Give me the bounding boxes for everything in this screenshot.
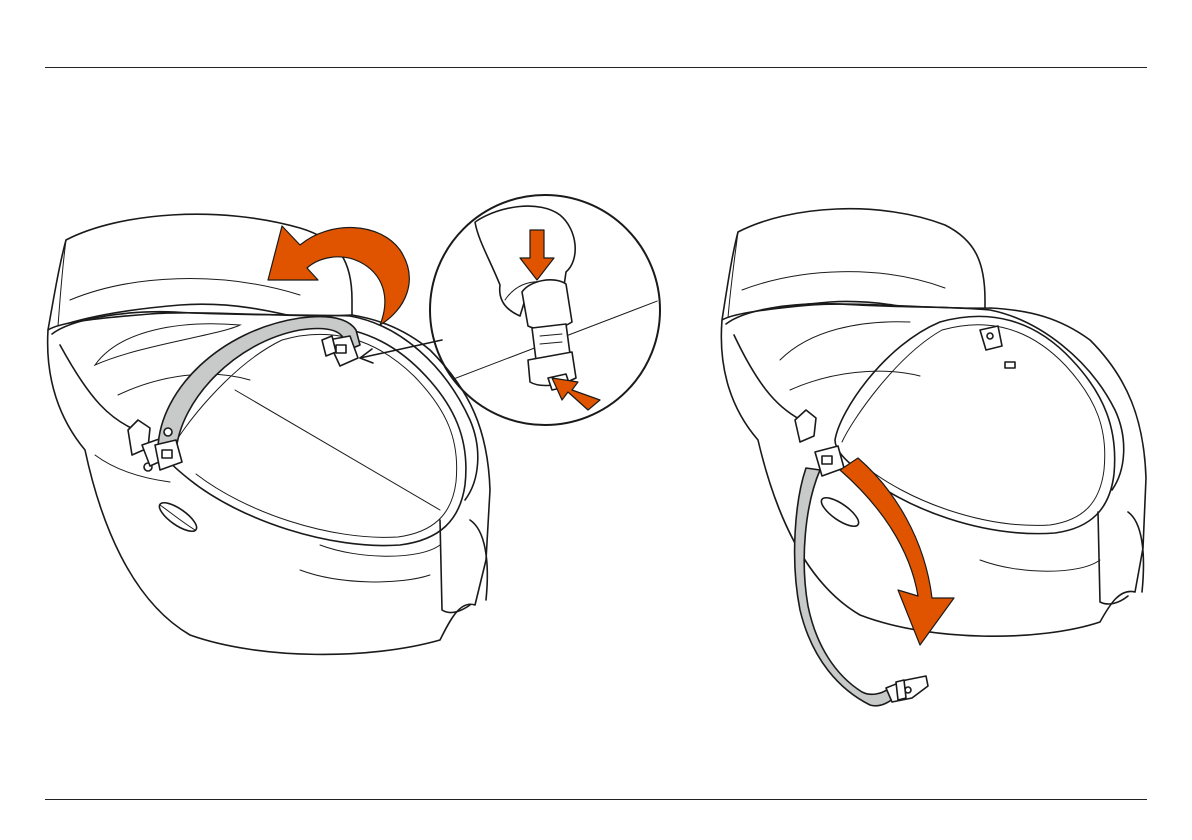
detail-callout — [430, 195, 660, 425]
buckle-top — [522, 280, 572, 330]
carrycot-right — [721, 209, 1146, 636]
step-1-illustration — [48, 214, 490, 654]
press-up-arrow — [552, 378, 600, 410]
step-2-illustration — [721, 209, 1146, 706]
